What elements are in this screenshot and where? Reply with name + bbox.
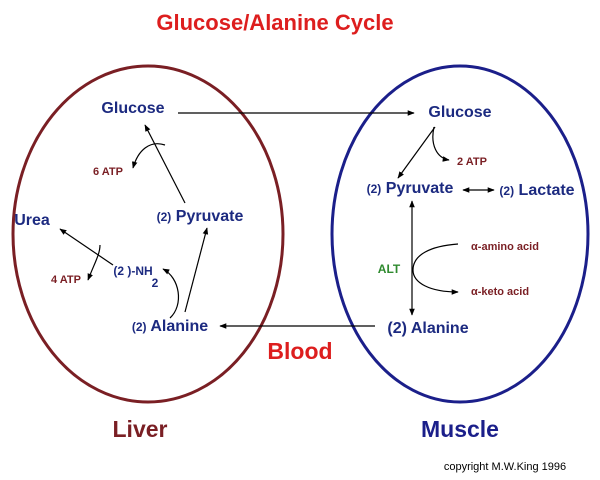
muscle-alanine-prefix: (2) [387,320,407,337]
arrow-liver-nh2-curve [162,268,180,319]
arrow-alt-transamination-curve [412,243,459,295]
liver-pyruvate: (2) Pyruvate [157,208,244,225]
muscle-amino-acid: α-amino acid [471,241,539,253]
arrow-nh2-to-urea [59,228,114,266]
copyright-notice: copyright M.W.King 1996 [444,461,566,473]
liver-compartment [11,64,285,404]
liver-pyruvate-prefix: (2) [157,210,172,224]
muscle-keto-acid: α-keto acid [471,286,529,298]
muscle-compartment [330,64,590,404]
liver-urea-atp-label: 4 ATP [51,274,81,286]
liver-label: Liver [113,416,168,442]
muscle-alanine: (2) Alanine [387,320,468,337]
arrow-liver-atp-curve [131,143,166,169]
muscle-pyruvate-label: Pyruvate [386,180,454,197]
muscle-lactate-prefix: (2) [499,184,514,198]
arrow-urea-atp-curve [87,244,101,281]
muscle-alanine-label: Alanine [411,320,469,337]
muscle-lactate-label: Lactate [519,182,575,199]
muscle-pyruvate-prefix: (2) [367,182,382,196]
muscle-atp-label: 2 ATP [457,156,487,168]
liver-glucose: Glucose [101,100,164,117]
muscle-lactate: (2) Lactate [499,182,574,199]
muscle-label: Muscle [421,416,499,442]
liver-alanine-label: Alanine [150,318,208,335]
arrow-liver-alanine-to-pyruvate [184,227,209,313]
muscle-pyruvate: (2) Pyruvate [367,180,454,197]
liver-pyruvate-label: Pyruvate [176,208,244,225]
liver-nh2-label: (2 )-NH [113,264,152,278]
liver-nh2-subscript: 2 [152,276,159,290]
arrow-muscle-atp-curve [432,126,450,162]
liver-atp-label: 6 ATP [93,166,123,178]
muscle-glucose: Glucose [428,104,491,121]
arrow-muscle-glucose-to-pyruvate [397,126,436,179]
liver-urea: Urea [14,212,50,229]
diagram-title: Glucose/Alanine Cycle [156,10,393,35]
blood-label: Blood [267,338,332,364]
muscle-alt-enzyme: ALT [378,262,401,276]
arrow-liver-pyruvate-to-glucose [144,124,186,204]
liver-alanine-prefix: (2) [132,320,147,334]
liver-alanine: (2) Alanine [132,318,208,335]
arrow-group [59,110,495,329]
liver-nh2-group: (2 )-NH [113,264,152,278]
